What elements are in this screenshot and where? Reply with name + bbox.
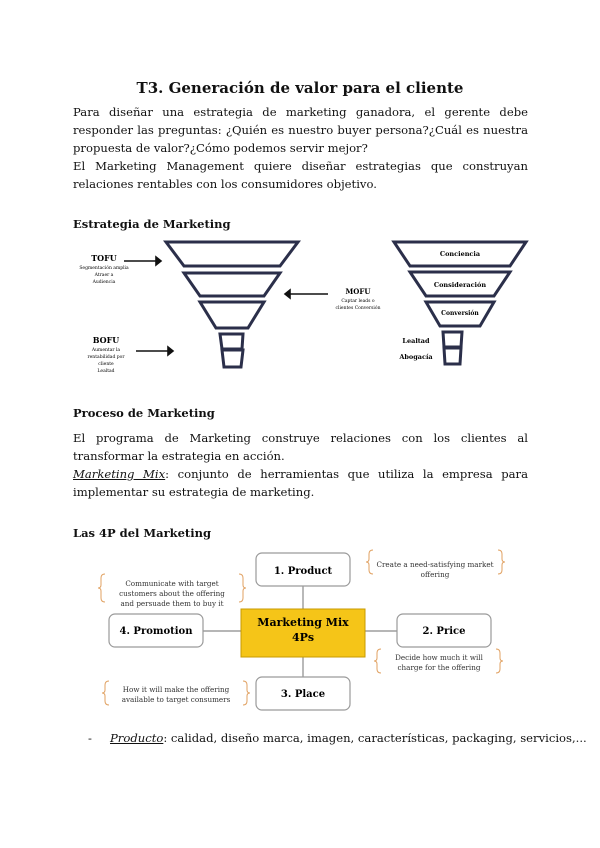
- product-box: [255, 552, 351, 587]
- bofu-desc-1: Aumentar la: [91, 347, 120, 353]
- right-funnel-layer-2: [407, 270, 513, 298]
- promotion-note-3: and persuade them to buy it: [121, 599, 224, 608]
- funnel-diagram: TOFU Segmentación amplia Atraer a Audien…: [79, 240, 529, 374]
- stage-abogacia: Abogacía: [398, 353, 433, 361]
- right-funnel-layer-3: [423, 300, 497, 328]
- mofu-desc-2: clientes Conversión: [336, 304, 381, 311]
- marketing-mix-box: [240, 608, 366, 658]
- price-note-2: charge for the offering: [398, 663, 481, 672]
- right-funnel-layer-1: [391, 240, 529, 268]
- place-note-2: available to target consumers: [122, 695, 231, 704]
- place-box: [255, 676, 351, 711]
- right-funnel-stem-2: [442, 346, 463, 366]
- stage-consideracion: Consideración: [434, 281, 486, 289]
- stage-conciencia: Conciencia: [440, 250, 481, 258]
- bofu-desc-3: cliente: [98, 361, 114, 367]
- bofu-label: BOFU: [93, 335, 120, 345]
- product-note-1: Create a need-satisfying market: [376, 560, 493, 569]
- promotion-label: 4. Promotion: [120, 626, 194, 637]
- funnel-layer-1: [163, 240, 301, 268]
- mofu-desc-1: Captar leads o: [341, 298, 374, 304]
- promotion-note-1: Communicate with target: [125, 579, 218, 588]
- price-box: [396, 613, 492, 648]
- page-title: T3. Generación de valor para el cliente: [136, 79, 464, 97]
- tofu-desc-3: Audiencia: [92, 279, 116, 285]
- mofu-label: MOFU: [346, 287, 371, 296]
- left-funnel: [163, 240, 301, 369]
- place-note-1: How it will make the offering: [123, 685, 230, 694]
- price-note-1: Decide how much it will: [395, 653, 483, 662]
- section-heading-estrategia: Estrategia de Marketing: [73, 217, 231, 231]
- marketing-mix-text: : conjunto de herramientas que utiliza l…: [73, 467, 528, 499]
- price-label: 2. Price: [423, 626, 466, 637]
- bullet-text: : calidad, diseño marca, imagen, caracte…: [163, 731, 587, 745]
- product-label: 1. Product: [274, 566, 333, 577]
- marketing-mix-definition: Marketing Mix: conjunto de herramientas …: [73, 465, 528, 501]
- promotion-box: [108, 613, 204, 648]
- stage-lealtad: Lealtad: [402, 337, 430, 345]
- stage-conversion: Conversión: [441, 310, 479, 317]
- right-funnel-stem-1: [441, 330, 464, 349]
- tofu-desc-1: Segmentación amplia: [79, 264, 129, 271]
- intro-paragraph-2: El Marketing Management quiere diseñar e…: [73, 159, 528, 191]
- right-funnel: [391, 240, 529, 366]
- funnel-stem-2: [220, 348, 245, 369]
- section-heading-proceso: Proceso de Marketing: [73, 406, 215, 420]
- proceso-paragraph: El programa de Marketing construye relac…: [73, 431, 528, 463]
- marketing-mix-subtitle: 4Ps: [292, 631, 314, 644]
- bullet-dash: -: [88, 731, 92, 745]
- tofu-desc-2: Atraer a: [94, 272, 114, 278]
- marketing-mix-term: Marketing Mix: [73, 467, 166, 481]
- marketing-mix-title: Marketing Mix: [257, 616, 349, 629]
- four-p-diagram: Marketing Mix 4Ps 1. Product 3. Place 4.…: [97, 549, 506, 711]
- bullet-term: Producto: [110, 731, 164, 745]
- bofu-desc-2: rentabilidad por: [87, 354, 125, 360]
- bullet-item-producto: - Producto: calidad, diseño marca, imagen…: [88, 731, 587, 745]
- funnel-layer-3: [197, 300, 267, 330]
- note-braces: [97, 549, 506, 706]
- funnel-layer-2: [181, 271, 283, 298]
- tofu-label: TOFU: [91, 253, 117, 263]
- place-label: 3. Place: [281, 689, 325, 700]
- intro-paragraph-1: Para diseñar una estrategia de marketing…: [73, 105, 528, 155]
- section-heading-4p: Las 4P del Marketing: [73, 526, 212, 540]
- funnel-stem-1: [218, 332, 245, 351]
- bofu-desc-4: Lealtad: [97, 368, 114, 374]
- product-note-2: offering: [421, 570, 450, 579]
- promotion-note-2: customers about the offering: [119, 589, 225, 598]
